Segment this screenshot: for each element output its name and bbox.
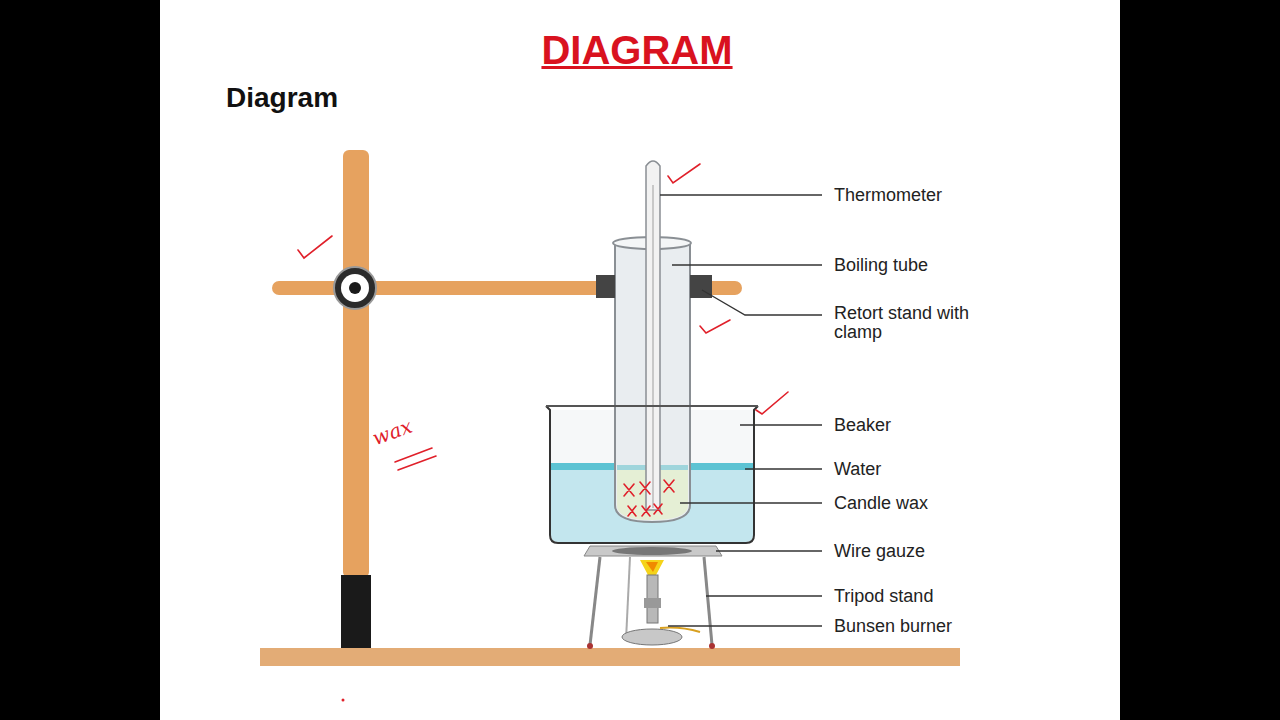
part-label: Retort stand with clamp bbox=[832, 304, 1011, 342]
part-label: Bunsen burner bbox=[832, 617, 954, 636]
part-label: Boiling tube bbox=[832, 256, 930, 275]
slide-heading: Diagram bbox=[226, 82, 338, 114]
part-label: Thermometer bbox=[832, 186, 944, 205]
part-label: Candle wax bbox=[832, 494, 930, 513]
part-label: Beaker bbox=[832, 416, 893, 435]
part-label: Water bbox=[832, 460, 883, 479]
slide-title: DIAGRAM bbox=[541, 26, 732, 74]
part-label: Wire gauze bbox=[832, 542, 927, 561]
part-label: Tripod stand bbox=[832, 587, 935, 606]
